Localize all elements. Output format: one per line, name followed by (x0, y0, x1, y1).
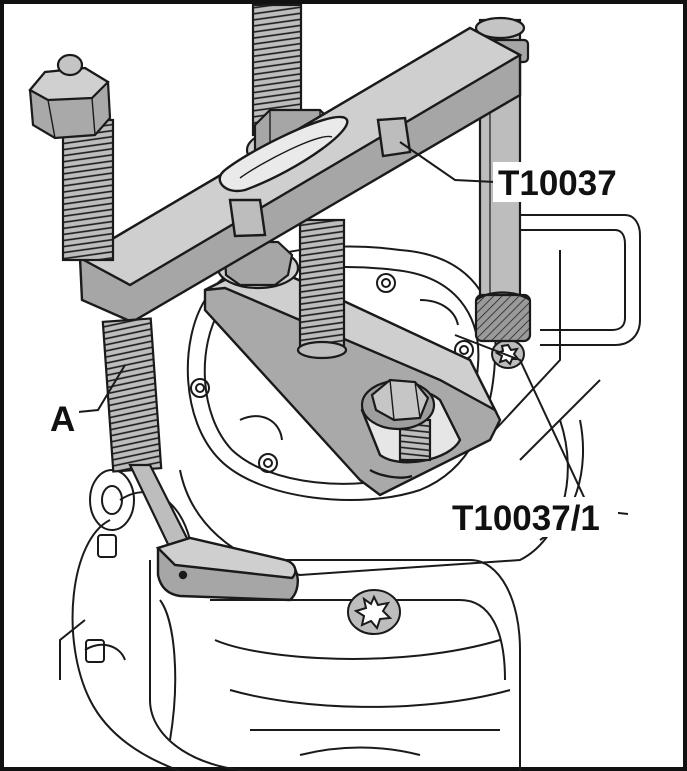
label-t10037: T10037 (498, 164, 617, 203)
threaded-rod-a (28, 53, 200, 567)
rod-a-foot (155, 536, 299, 602)
label-bg-t10037-1 (448, 497, 618, 537)
label-a: A (50, 400, 75, 439)
label-bg-t10037 (493, 162, 633, 202)
label-bg-a (45, 398, 79, 436)
torx-bolt-lower (347, 589, 401, 635)
torx-bolt-upper (491, 339, 525, 369)
plate-hex-bolt (360, 378, 436, 462)
label-t10037-1: T10037/1 (452, 499, 600, 538)
tool-bar-t10037 (77, 26, 523, 324)
